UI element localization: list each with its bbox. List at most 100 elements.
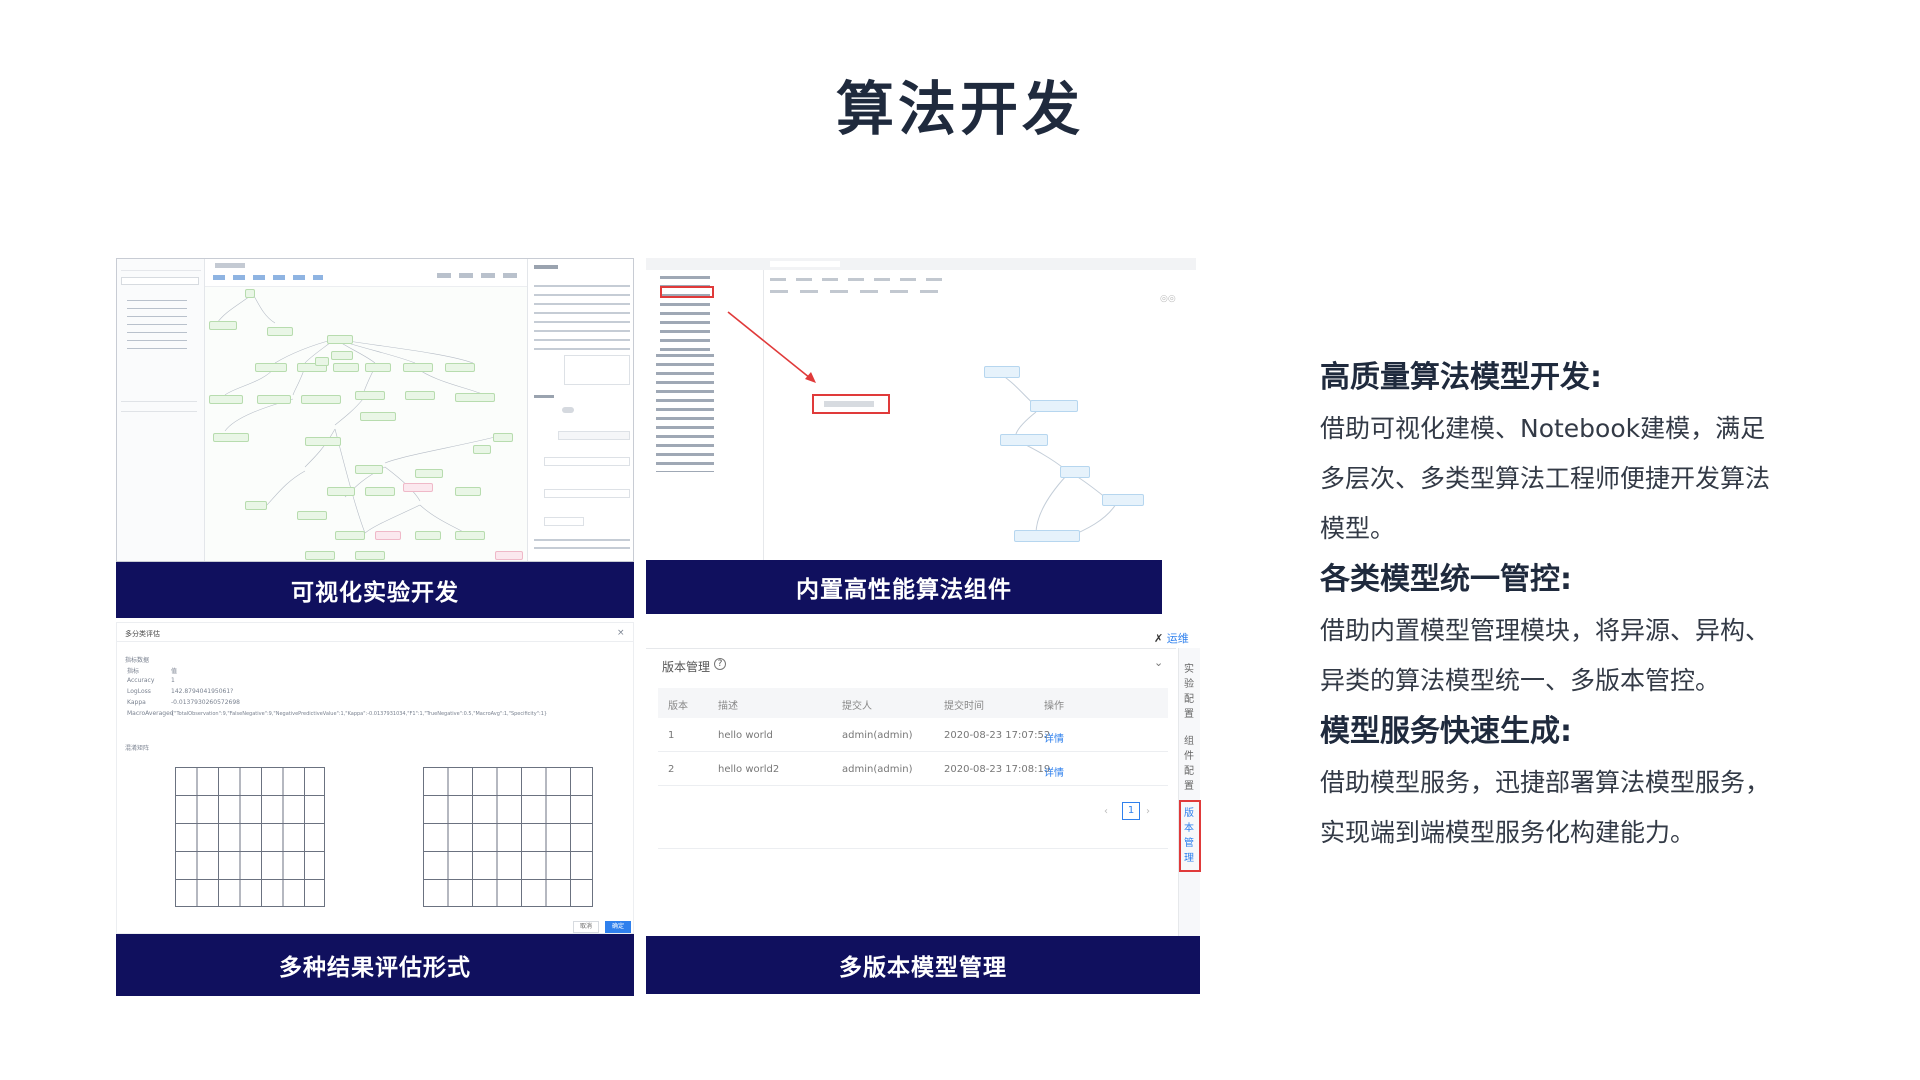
dag-node[interactable] (495, 551, 523, 560)
number-field[interactable] (544, 517, 584, 526)
feature-heading: 各类模型统一管控: (1320, 562, 1572, 597)
dag-node[interactable] (455, 393, 495, 402)
feature-heading: 模型服务快速生成: (1320, 714, 1572, 749)
workflow-canvas[interactable] (205, 287, 527, 561)
dag-node[interactable] (297, 363, 327, 372)
dag-node[interactable] (403, 363, 433, 372)
metric-key: MacroAveraged (127, 710, 174, 717)
ok-button[interactable]: 确定 (605, 921, 631, 933)
caption-version-management: 多版本模型管理 (646, 936, 1200, 994)
dag-node[interactable] (355, 551, 385, 560)
dag-node[interactable] (245, 501, 267, 510)
dag-node[interactable] (415, 469, 443, 478)
flow-node[interactable] (1060, 466, 1090, 478)
dag-node[interactable] (331, 351, 353, 360)
dag-node[interactable] (327, 487, 355, 496)
details-link[interactable]: 详情 (1044, 768, 1064, 779)
dag-node[interactable] (455, 487, 481, 496)
dag-node[interactable] (405, 391, 435, 400)
dag-node[interactable] (365, 487, 395, 496)
dag-edges (216, 293, 496, 534)
column-header: 操作 (1044, 701, 1064, 712)
dag-node[interactable] (257, 395, 291, 404)
flow-node[interactable] (1102, 494, 1144, 506)
caption-evaluation: 多种结果评估形式 (116, 934, 634, 996)
tools-icon: ✗ (1154, 632, 1164, 645)
flow-node[interactable] (984, 366, 1020, 378)
table-row: 1 hello world admin(admin) 2020-08-23 17… (658, 718, 1168, 752)
page-title: 算法开发 (835, 75, 1084, 143)
dag-node[interactable] (365, 363, 391, 372)
dag-node[interactable] (455, 531, 485, 540)
dag-node[interactable] (297, 511, 327, 520)
highlighted-component[interactable] (660, 286, 714, 298)
dag-node[interactable] (209, 321, 237, 330)
tree-search-box[interactable] (121, 277, 199, 285)
dag-node[interactable] (301, 395, 341, 404)
dag-node[interactable] (255, 363, 287, 372)
description-textarea[interactable] (564, 355, 630, 385)
metric-value: 1 (171, 677, 175, 684)
cell-version: 1 (668, 730, 675, 741)
metric-value: -0.0137930260572698 (171, 699, 240, 706)
dag-node[interactable] (355, 465, 383, 474)
evaluation-screenshot: 多分类评估 × 指标数据 指标 值 Accuracy 1 LogLoss 142… (116, 622, 634, 934)
toggle-switch[interactable] (562, 407, 574, 413)
column-header: 提交时间 (944, 701, 984, 712)
dag-node[interactable] (305, 437, 341, 446)
dag-node[interactable] (327, 335, 353, 344)
dag-node[interactable] (267, 327, 293, 336)
close-icon[interactable]: × (617, 628, 625, 638)
dag-node[interactable] (305, 551, 335, 560)
metric-value: 值 (171, 668, 178, 675)
ops-link-label: 运维 (1166, 632, 1189, 645)
dag-node[interactable] (360, 412, 396, 421)
cell-submitter: admin(admin) (842, 764, 913, 775)
dag-node[interactable] (473, 445, 491, 454)
dag-node[interactable] (375, 531, 401, 540)
pagination-page[interactable]: 1 (1122, 802, 1140, 820)
dag-node[interactable] (245, 289, 255, 298)
side-tab-version[interactable]: 版本管理 (1184, 808, 1194, 864)
feature-text: 借助模型服务，迅捷部署算法模型服务， (1320, 768, 1771, 797)
dag-node[interactable] (209, 395, 243, 404)
metric-key: 指标 (127, 668, 140, 675)
editor-tabbar (764, 258, 1196, 270)
version-table: 版本 描述 提交人 提交时间 操作 1 hello world admin(ad… (658, 688, 1168, 786)
dropped-node[interactable] (812, 394, 890, 414)
metrics-section-title: 指标数据 (125, 657, 150, 664)
details-link[interactable]: 详情 (1044, 734, 1064, 745)
help-icon[interactable]: ? (714, 658, 726, 670)
cancel-button[interactable]: 取消 (573, 921, 599, 933)
dag-node-selected[interactable] (403, 483, 433, 492)
select-field[interactable] (558, 431, 630, 440)
side-tab-experiment[interactable]: 实验配置 (1184, 664, 1194, 720)
dag-node[interactable] (415, 531, 441, 540)
pagination-next-icon[interactable]: › (1146, 806, 1150, 817)
pagination-prev-icon[interactable]: ‹ (1104, 806, 1108, 817)
date-range-field[interactable] (544, 457, 630, 466)
dag-node[interactable] (213, 433, 249, 442)
caption-visual-experiment: 可视化实验开发 (116, 562, 634, 618)
chevron-down-icon[interactable]: ⌄ (1154, 656, 1164, 669)
side-tab-component[interactable]: 组件配置 (1184, 736, 1194, 792)
dag-node[interactable] (355, 391, 385, 400)
confusion-matrix-left (175, 767, 325, 907)
flow-node[interactable] (1000, 434, 1048, 446)
component-tree (117, 259, 205, 561)
drag-arrow (727, 311, 1117, 539)
dag-node[interactable] (335, 531, 365, 540)
visual-experiment-screenshot (116, 258, 634, 562)
feature-heading: 高质量算法模型开发: (1320, 360, 1602, 395)
ops-link[interactable]: ✗ 运维 (1154, 630, 1189, 646)
zoom-controls[interactable]: ◎◎ (1160, 294, 1176, 304)
dag-node[interactable] (445, 363, 475, 372)
flow-node[interactable] (1030, 400, 1078, 412)
metric-value: 142.879404195061? (171, 688, 234, 695)
feature-text: 借助可视化建模、Notebook建模，满足 (1320, 414, 1766, 443)
dag-node[interactable] (315, 357, 329, 366)
dag-node[interactable] (333, 363, 359, 372)
select-field[interactable] (544, 489, 630, 498)
flow-node[interactable] (1014, 530, 1080, 542)
dag-node[interactable] (493, 433, 513, 442)
